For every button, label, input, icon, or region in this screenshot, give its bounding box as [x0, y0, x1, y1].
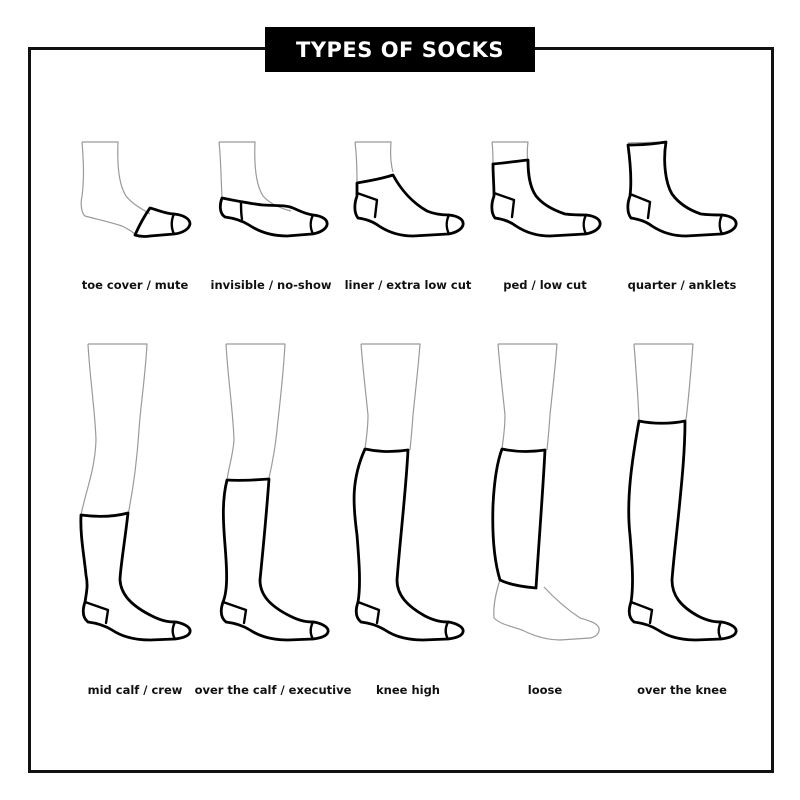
label-loose: loose	[527, 683, 563, 697]
label-knee-high: knee high	[376, 683, 440, 697]
label-over-the-knee: over the knee	[637, 683, 727, 697]
label-over-the-calf: over the calf / executive	[194, 683, 352, 697]
figure-ped	[490, 141, 602, 238]
figure-over-the-knee	[627, 343, 738, 642]
label-ped: ped / low cut	[503, 278, 587, 292]
figure-loose	[491, 343, 600, 641]
title-banner: TYPES OF SOCKS	[265, 27, 535, 72]
label-mid-calf: mid calf / crew	[87, 683, 183, 697]
label-invisible: invisible / no-show	[210, 278, 332, 292]
figure-over-the-calf	[219, 343, 330, 642]
figure-liner	[353, 141, 465, 238]
figure-mid-calf	[79, 343, 192, 642]
figure-knee-high	[352, 343, 465, 642]
figure-toe-cover	[80, 141, 192, 238]
label-toe-cover: toe cover / mute	[81, 278, 189, 292]
figure-invisible	[218, 141, 329, 238]
label-quarter: quarter / anklets	[627, 278, 737, 292]
label-liner: liner / extra low cut	[344, 278, 472, 292]
figure-quarter	[626, 140, 738, 238]
page-title: TYPES OF SOCKS	[296, 37, 504, 62]
